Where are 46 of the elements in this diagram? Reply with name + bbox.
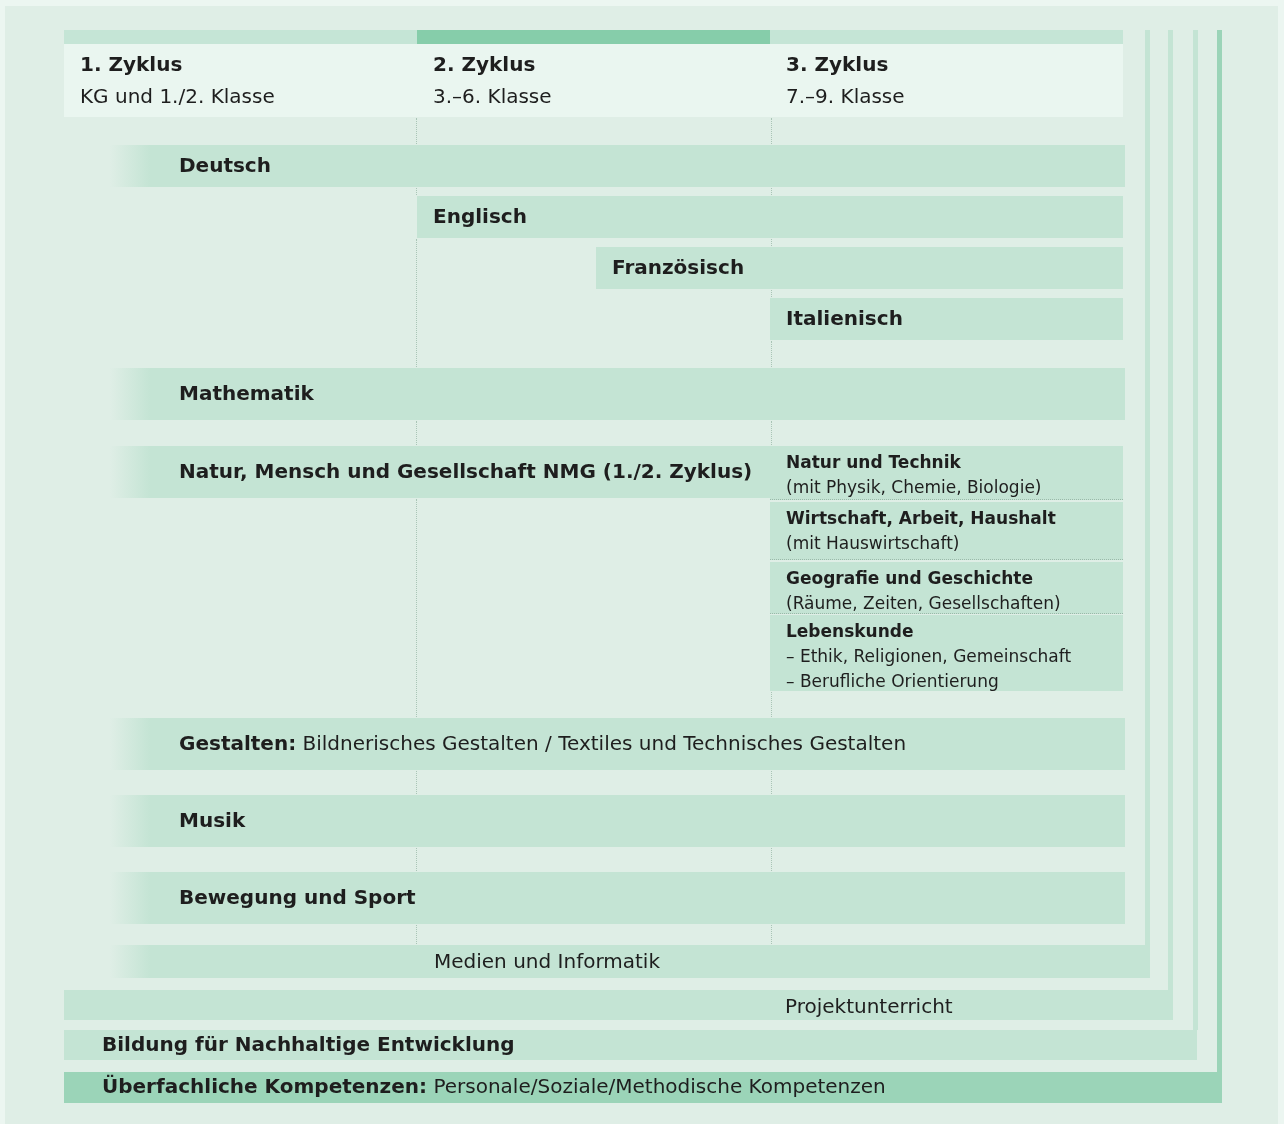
subject-band	[770, 615, 1123, 691]
subject-label: Gestalten: Bildnerisches Gestalten / Textiles und Technisches Gestalten	[179, 731, 907, 755]
grade-label: 3.–6. Klasse	[433, 84, 552, 108]
subject-band	[770, 446, 1123, 500]
subject-band	[150, 945, 1150, 978]
subject-label: Englisch	[433, 204, 527, 228]
subject-band	[150, 872, 1125, 924]
subject-note: – Berufliche Orientierung	[786, 671, 999, 691]
subject-label: Musik	[179, 808, 246, 832]
subject-label: Französisch	[612, 255, 745, 279]
subject-label: Deutsch	[179, 153, 271, 177]
subject-label: Lebenskunde	[786, 621, 914, 641]
subject-band	[770, 298, 1123, 340]
subject-band	[64, 1030, 1197, 1060]
column-header	[64, 44, 417, 117]
subject-label: Natur und Technik	[786, 452, 961, 472]
subject-label: Bildung für Nachhaltige Entwicklung	[102, 1032, 515, 1056]
subject-label: Mathematik	[179, 381, 314, 405]
subject-label: Italienisch	[786, 306, 903, 330]
subject-note: – Ethik, Religionen, Gemeinschaft	[786, 646, 1072, 666]
subject-band	[150, 718, 1125, 770]
subject-band	[150, 145, 1125, 187]
cycle-title: 3. Zyklus	[786, 52, 889, 76]
subject-note: (mit Hauswirtschaft)	[786, 533, 960, 553]
subject-label: Wirtschaft, Arbeit, Haushalt	[786, 508, 1056, 528]
subject-note: (mit Physik, Chemie, Biologie)	[786, 477, 1042, 497]
subject-band	[770, 562, 1123, 614]
subject-note: (Räume, Zeiten, Gesellschaften)	[786, 593, 1061, 613]
subject-band	[150, 795, 1125, 847]
subject-band	[770, 502, 1123, 560]
subject-label: Bewegung und Sport	[179, 885, 416, 909]
subject-band	[64, 990, 1173, 1020]
subject-label: Überfachliche Kompetenzen: Personale/Soziale/Methodische Kompetenzen	[102, 1074, 886, 1098]
column-header	[770, 44, 1123, 117]
subject-label: Natur, Mensch und Gesellschaft NMG (1./2. Zyklus)	[179, 459, 753, 483]
subject-label: Geografie und Geschichte	[786, 568, 1033, 588]
subject-label: Projektunterricht	[785, 994, 953, 1018]
subject-band	[596, 247, 1123, 289]
cycle-title: 1. Zyklus	[80, 52, 183, 76]
cycle-title: 2. Zyklus	[433, 52, 536, 76]
grade-label: 7.–9. Klasse	[786, 84, 905, 108]
subject-label: Medien und Informatik	[434, 949, 660, 973]
subject-band	[64, 1072, 1222, 1103]
subject-band	[150, 368, 1125, 420]
grade-label: KG und 1./2. Klasse	[80, 84, 275, 108]
subject-band	[417, 196, 1123, 238]
